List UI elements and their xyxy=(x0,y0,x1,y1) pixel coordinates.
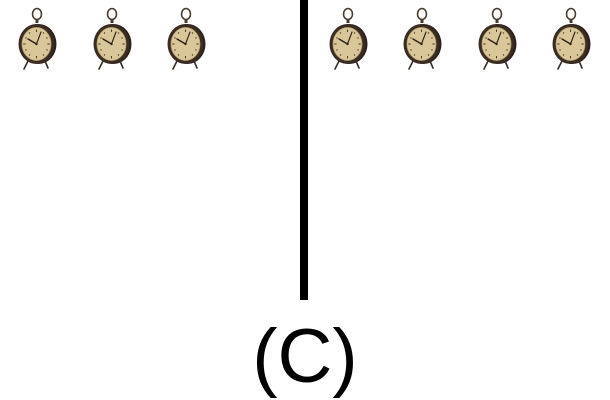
option-label: (C) xyxy=(252,314,358,399)
alarm-clock-icon xyxy=(165,6,207,72)
alarm-clock-icon xyxy=(401,6,443,72)
alarm-clock-icon xyxy=(550,6,592,72)
right-clock-group xyxy=(308,0,610,300)
alarm-clock-icon xyxy=(327,6,369,72)
left-clock-group xyxy=(0,0,300,300)
alarm-clock-icon xyxy=(91,6,133,72)
vertical-divider xyxy=(300,0,308,300)
alarm-clock-icon xyxy=(476,6,518,72)
alarm-clock-icon xyxy=(16,6,58,72)
